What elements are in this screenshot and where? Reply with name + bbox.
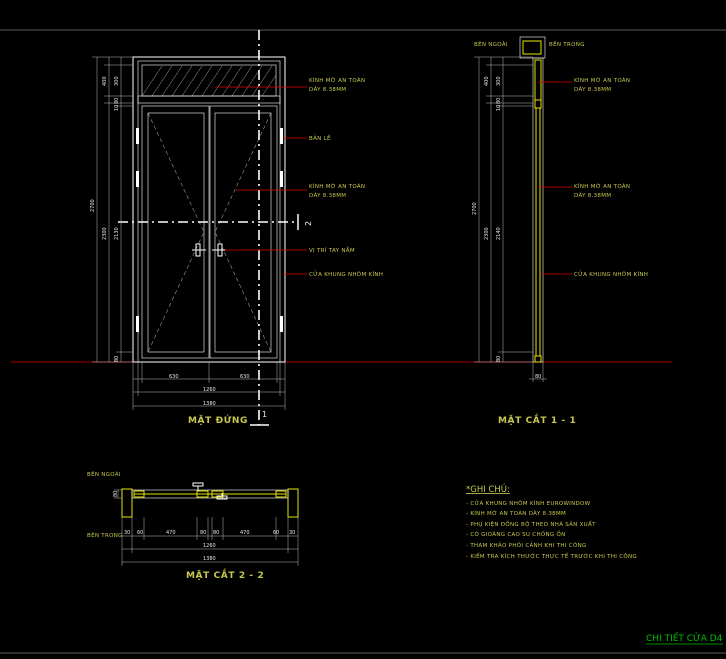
section2-left-stile bbox=[133, 490, 145, 498]
section2-dim-inner: 1260 bbox=[203, 543, 216, 549]
section-mark-1: 1 bbox=[262, 410, 267, 419]
elevation-view: 1 2 2700 400 300 80 10 2300 2130 80 bbox=[10, 30, 672, 426]
hinge-icons bbox=[136, 128, 283, 332]
dim-inner-width: 1260 bbox=[203, 387, 216, 393]
section2-dim-h2: 470 bbox=[166, 530, 176, 536]
section2-dim-h1: 60 bbox=[137, 530, 143, 536]
section1-label-frame: CỬA KHUNG NHÔM KÍNH bbox=[574, 270, 648, 278]
section2-thickness-dim bbox=[114, 489, 122, 499]
section2-dim-h3: 80 bbox=[200, 530, 206, 536]
elevation-title: MẶT ĐỨNG bbox=[188, 414, 248, 426]
label-glass-mid-2: DÀY 8.38MM bbox=[309, 192, 346, 199]
section1-vertical-dims bbox=[474, 56, 533, 363]
handle-icon bbox=[192, 243, 226, 257]
section1-leaf bbox=[535, 107, 541, 357]
section-mark-2: 2 bbox=[304, 221, 313, 226]
section2-frame-outline bbox=[131, 489, 289, 499]
section1-dim-total: 2700 bbox=[472, 202, 478, 215]
dim-leaf-height: 2130 bbox=[114, 227, 120, 240]
note-item: - KIỂM TRA KÍCH THƯỚC THỰC TẾ TRƯỚC KHI … bbox=[466, 552, 637, 560]
section1-dim-leaf: 2140 bbox=[496, 227, 502, 240]
section1-transom bbox=[534, 99, 542, 109]
section1-sill bbox=[534, 355, 542, 363]
section2-dim-thickness: 80 bbox=[113, 491, 119, 497]
section1-outside-label: BÊN NGOÀI bbox=[474, 40, 508, 48]
section1-title: MẶT CẮT 1 - 1 bbox=[498, 413, 576, 426]
section1-dim-gap2: 10 bbox=[496, 105, 502, 111]
right-leaf bbox=[209, 105, 278, 359]
section1-top-frame bbox=[534, 59, 542, 101]
elevation-vertical-dims bbox=[92, 56, 133, 363]
left-leaf bbox=[141, 105, 210, 359]
dim-total-height: 2700 bbox=[90, 199, 96, 212]
dim-right-leaf-width: 630 bbox=[240, 374, 250, 380]
section2-right-jamb bbox=[287, 488, 299, 518]
section1-dim-thickness: 80 bbox=[535, 374, 541, 380]
note-item: - KÍNH MỜ AN TOÀN DÀY 8.38MM bbox=[466, 510, 566, 517]
note-item: - PHỤ KIỆN ĐỒNG BỘ THEO NHÀ SẢN XUẤT bbox=[466, 519, 596, 528]
right-swing-line bbox=[214, 112, 272, 353]
transom-hatch bbox=[141, 65, 277, 97]
section2-dim-h5: 470 bbox=[240, 530, 250, 536]
dim-bottom-height: 80 bbox=[114, 356, 120, 362]
section-2-view: BÊN NGOÀI BÊN TRONG 80 bbox=[87, 470, 299, 581]
dim-top-height: 400 bbox=[102, 76, 108, 86]
dim-door-height: 2300 bbox=[102, 227, 108, 240]
section2-outside-label: BÊN NGOÀI bbox=[87, 470, 121, 478]
dim-gap-1: 80 bbox=[114, 98, 120, 104]
section2-left-jamb bbox=[121, 488, 133, 518]
section2-inside-label: BÊN TRONG bbox=[87, 531, 123, 539]
dim-left-leaf-width: 630 bbox=[169, 374, 179, 380]
label-glass-top-2: DÀY 8.38MM bbox=[309, 86, 346, 93]
section1-dim-bottom: 80 bbox=[496, 356, 502, 362]
label-glass-top-1: KÍNH MỜ AN TOÀN bbox=[309, 77, 365, 84]
label-glass-mid-1: KÍNH MỜ AN TOÀN bbox=[309, 183, 365, 190]
section2-right-stile bbox=[275, 490, 287, 498]
left-leaf-glass bbox=[147, 112, 205, 353]
dim-outer-width: 1380 bbox=[203, 401, 216, 407]
sheet-title: CHI TIẾT CỬA D4 bbox=[646, 632, 723, 644]
note-item: - CÓ GIOĂNG CAO SU CHỐNG ỒN bbox=[466, 529, 566, 538]
section1-dim-gap1: 80 bbox=[496, 98, 502, 104]
dim-glass-height: 300 bbox=[114, 76, 120, 86]
notes-block: *GHI CHÚ: - CỬA KHUNG NHÔM KÍNH EUROWIND… bbox=[466, 483, 637, 560]
section1-label-glass-mid-2: DÀY 8.38MM bbox=[574, 192, 611, 199]
section1-dim-door: 2300 bbox=[484, 227, 490, 240]
elevation-horizontal-dims bbox=[132, 362, 286, 410]
section1-thickness-dim bbox=[529, 362, 547, 382]
section1-header-box bbox=[519, 36, 546, 59]
elevation-leaders bbox=[215, 86, 307, 275]
section2-horizontal-dims bbox=[121, 517, 299, 566]
label-frame: CỬA KHUNG NHÔM KÍNH bbox=[309, 270, 383, 278]
section1-label-glass-top-2: DÀY 8.38MM bbox=[574, 86, 611, 93]
notes-heading: *GHI CHÚ: bbox=[466, 483, 510, 495]
note-item: - THAM KHẢO PHỐI CẢNH KHI THI CÔNG bbox=[466, 541, 587, 549]
section1-header-profile bbox=[522, 40, 542, 55]
section2-title: MẶT CẮT 2 - 2 bbox=[186, 568, 264, 581]
section1-dim-top: 400 bbox=[484, 76, 490, 86]
transom-bar bbox=[137, 95, 281, 104]
section1-label-glass-mid-1: KÍNH MỜ AN TOÀN bbox=[574, 183, 630, 190]
right-leaf-glass bbox=[214, 112, 272, 353]
section2-dim-h6: 60 bbox=[273, 530, 279, 536]
section1-label-glass-top-1: KÍNH MỜ AN TOÀN bbox=[574, 77, 630, 84]
section2-dim-side-r: 30 bbox=[289, 530, 295, 536]
section2-dim-outer: 1380 bbox=[203, 556, 216, 562]
dim-gap-2: 10 bbox=[114, 105, 120, 111]
section2-dim-h4: 80 bbox=[213, 530, 219, 536]
label-handle: VỊ TRÍ TAY NẮM bbox=[309, 246, 355, 254]
section-1-view: BÊN NGOÀI BÊN TRONG 2700 400 300 80 10 2… bbox=[472, 36, 648, 426]
section1-leaders bbox=[538, 81, 572, 275]
section2-dim-side-l: 30 bbox=[124, 530, 130, 536]
left-swing-line bbox=[147, 112, 205, 353]
section2-left-meeting-stile bbox=[196, 490, 209, 498]
section2-handle-icon bbox=[192, 482, 228, 500]
section1-inside-label: BÊN TRONG bbox=[549, 40, 585, 48]
note-item: - CỬA KHUNG NHÔM KÍNH EUROWINDOW bbox=[466, 499, 591, 507]
section1-dim-glass: 300 bbox=[496, 76, 502, 86]
label-hinge: BẢN LỀ bbox=[309, 134, 331, 142]
